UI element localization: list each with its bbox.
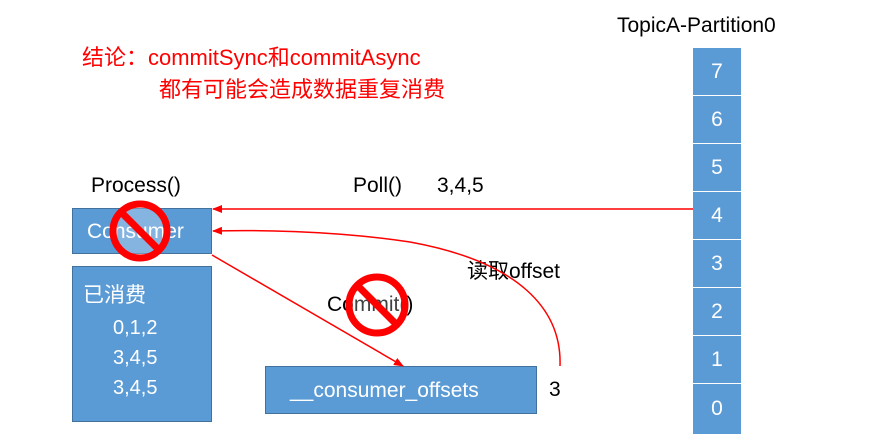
partition-title: TopicA-Partition0 xyxy=(617,14,776,37)
conclusion-line-2: 都有可能会造成数据重复消费 xyxy=(159,77,446,102)
partition-column: 7 6 5 4 3 2 1 0 xyxy=(693,48,741,434)
partition-cell-3: 3 xyxy=(693,240,741,288)
consumer-box-label: Consumer xyxy=(87,220,184,243)
read-offset-label: 读取offset xyxy=(467,260,560,283)
conclusion-line-1: 结论：commitSync和commitAsync xyxy=(82,45,421,70)
consumer-box: Consumer xyxy=(72,208,212,254)
partition-cell-6: 6 xyxy=(693,96,741,144)
partition-cell-2: 2 xyxy=(693,288,741,336)
partition-cell-0: 0 xyxy=(693,384,741,434)
consumed-row-1: 0,1,2 xyxy=(113,317,158,339)
partition-cell-7: 7 xyxy=(693,48,741,96)
process-label: Process() xyxy=(91,174,181,197)
consumed-row-2: 3,4,5 xyxy=(113,347,158,369)
consumed-box: 已消费 0,1,2 3,4,5 3,4,5 xyxy=(72,266,212,422)
partition-cell-4: 4 xyxy=(693,192,741,240)
poll-label: Poll() xyxy=(353,174,403,197)
partition-cell-5: 5 xyxy=(693,144,741,192)
partition-cell-1: 1 xyxy=(693,336,741,384)
poll-values: 3,4,5 xyxy=(437,174,484,197)
consumed-title: 已消费 xyxy=(83,284,146,307)
consumer-offsets-value: 3 xyxy=(549,378,561,401)
consumer-offsets-label: __consumer_offsets xyxy=(290,379,479,402)
consumer-offsets-box: __consumer_offsets xyxy=(265,366,537,414)
consumed-row-3: 3,4,5 xyxy=(113,377,158,399)
commit-label: Commit() xyxy=(327,293,414,316)
